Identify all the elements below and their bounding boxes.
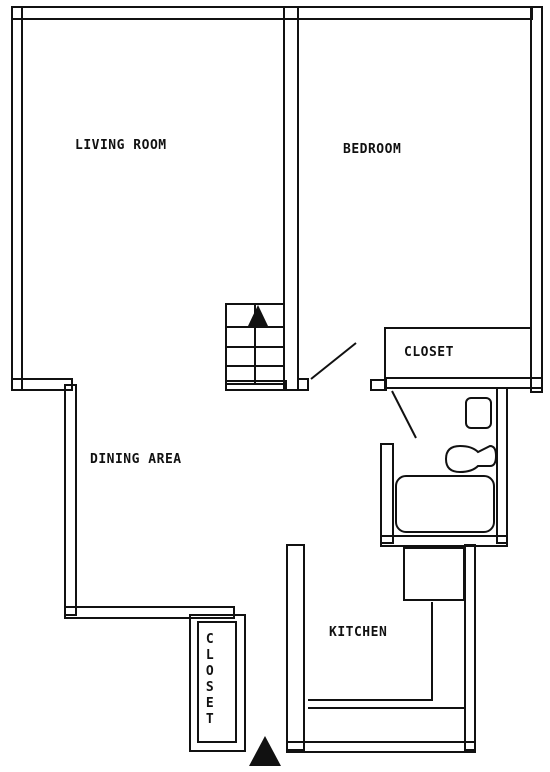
- bathroom-door: [391, 390, 417, 439]
- bedroom-closet-label: CLOSET: [404, 345, 454, 360]
- kitchen-bottom-wall: [286, 741, 476, 753]
- dining-area-label: DINING AREA: [90, 452, 182, 467]
- right-wall-upper: [530, 6, 543, 393]
- kitchen-counter: [308, 602, 433, 701]
- toilet: [444, 444, 498, 474]
- kitchen-left-wall: [286, 544, 305, 751]
- bedroom-label: BEDROOM: [343, 142, 402, 157]
- closet-stub: [370, 379, 387, 391]
- bathroom-right-wall: [496, 387, 508, 544]
- bathroom-left-wall: [380, 443, 394, 544]
- left-wall: [11, 6, 23, 391]
- entrance-arrow-icon: [249, 736, 281, 766]
- entry-closet-label: CLOSET: [205, 632, 215, 727]
- bedroom-door: [310, 342, 357, 380]
- entry-closet-outer: [189, 614, 246, 752]
- kitchen-label: KITCHEN: [329, 625, 388, 640]
- entry-closet-inner: [197, 621, 237, 743]
- bedroom-closet-bottom: [384, 377, 543, 389]
- top-wall: [11, 6, 533, 20]
- bedroom-bottom-wall: [297, 378, 309, 391]
- living-room-label: LIVING ROOM: [75, 138, 167, 153]
- bathtub: [395, 475, 495, 533]
- stairs-arrow-icon: [248, 305, 268, 326]
- bathroom-bottom-wall: [380, 535, 508, 547]
- kitchen-cabinet: [403, 547, 465, 601]
- dining-left-wall: [64, 384, 77, 616]
- living-bedroom-partition: [283, 6, 299, 391]
- sink: [465, 397, 492, 429]
- dining-bottom-wall: [64, 606, 235, 619]
- kitchen-right-wall: [464, 544, 476, 751]
